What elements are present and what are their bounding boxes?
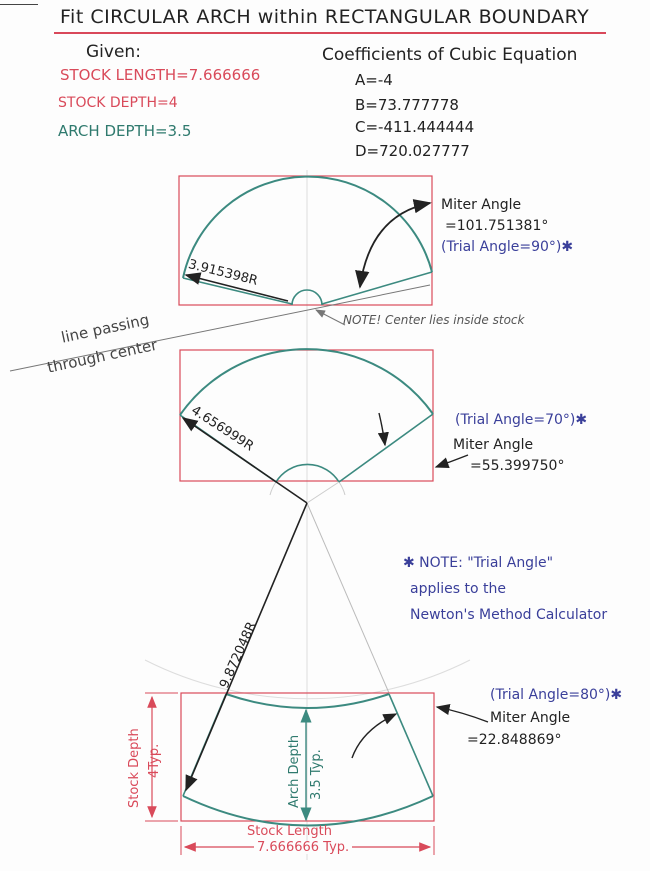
- arch-depth-label: Arch Depth: [287, 734, 302, 808]
- coefficient-c: C=-411.444444: [355, 118, 475, 136]
- miter-pointer-arrow-3: [435, 703, 489, 723]
- coefficient-d: D=720.027777: [355, 142, 470, 160]
- miter-angle-label-2: Miter Angle: [453, 437, 534, 453]
- given-heading: Given:: [86, 42, 141, 62]
- stock-depth-value: 4Typ.: [147, 743, 162, 778]
- arch-inner-1: [291, 289, 323, 306]
- miter-angle-value-1: =101.751381°: [445, 218, 549, 234]
- miter-angle-label-1: Miter Angle: [441, 197, 522, 213]
- given-arch-depth: ARCH DEPTH=3.5: [58, 122, 192, 140]
- footnote-line-3: Newton's Method Calculator: [410, 607, 608, 623]
- trial-angle-1: (Trial Angle=90°)✱: [441, 239, 574, 255]
- trial-angle-2: (Trial Angle=70°)✱: [455, 412, 588, 428]
- coefficient-a: A=-4: [355, 71, 393, 89]
- arch-outer-3: [182, 795, 434, 827]
- diagram-3: [144, 502, 489, 855]
- coefficients-heading: Coefficients of Cubic Equation: [322, 45, 578, 65]
- page-title: Fit CIRCULAR ARCH within RECTANGULAR BOU…: [60, 6, 590, 28]
- stock-depth-label: Stock Depth: [127, 728, 142, 808]
- coefficient-b: B=73.777778: [355, 96, 459, 114]
- arch-inner-2: [275, 463, 340, 483]
- miter-angle-arrow-3: [351, 713, 398, 759]
- miter-angle-value-2: =55.399750°: [470, 458, 565, 474]
- given-stock-depth: STOCK DEPTH=4: [58, 95, 178, 111]
- diagram-1: [178, 175, 433, 326]
- miter-angle-arrow-1: [355, 199, 432, 289]
- trial-angle-3: (Trial Angle=80°)✱: [490, 687, 623, 703]
- footnote-line-1: ✱ NOTE: "Trial Angle": [403, 555, 554, 571]
- arch-outer-2: [179, 348, 434, 416]
- radius-arrow-2: [181, 417, 308, 504]
- center-note: NOTE! Center lies inside stock: [343, 313, 525, 327]
- title-underline: [54, 32, 606, 34]
- footnote-line-2: applies to the: [410, 581, 506, 597]
- arch-inner-3: [225, 693, 390, 709]
- given-stock-length: STOCK LENGTH=7.666666: [60, 66, 261, 84]
- arch-depth-value: 3.5 Typ.: [309, 749, 324, 800]
- radius-arrow-3: [185, 502, 308, 792]
- radius-arrow-1: [184, 272, 289, 302]
- stock-length-label: Stock Length: [247, 824, 332, 839]
- note-pointer-arrow: [315, 309, 346, 326]
- line-through-center: [9, 284, 431, 372]
- corner-rule: [0, 4, 38, 5]
- diagram-2: [179, 348, 469, 504]
- miter-pointer-arrow-2: [434, 454, 469, 469]
- miter-angle-value-3: =22.848869°: [467, 732, 562, 748]
- miter-angle-arrow-2: [377, 412, 389, 447]
- stock-length-value: 7.666666 Typ.: [254, 841, 353, 854]
- miter-angle-label-3: Miter Angle: [490, 710, 571, 726]
